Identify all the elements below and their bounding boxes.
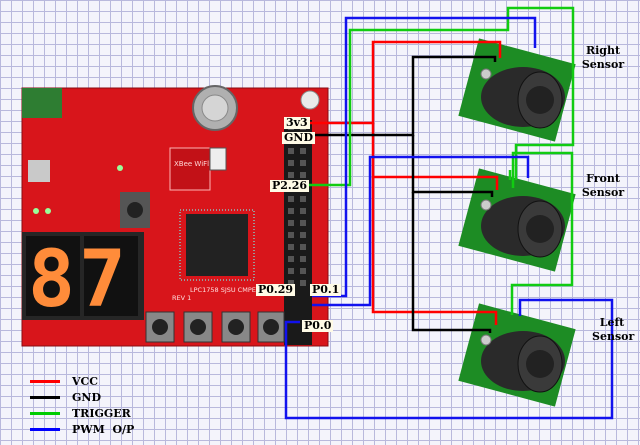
legend-label-pwm: PWM O/P	[72, 422, 135, 436]
wire-pwm-left	[284, 298, 614, 420]
legend-item-pwm: PWM O/P	[30, 421, 134, 437]
legend-label-gnd: GND	[72, 390, 101, 404]
push-buttons	[145, 311, 285, 343]
legend-item-gnd: GND	[30, 389, 134, 405]
power-switch	[209, 147, 227, 171]
pin-label-p0-29: P0.29	[256, 283, 296, 296]
sensor-label-left: Left Sensor	[592, 316, 635, 343]
dev-board: XBee WiFly BT LPC1758 SJSU CMPE REV 1	[21, 85, 329, 347]
legend-swatch-trigger	[30, 411, 60, 415]
legend-swatch-vcc	[30, 379, 60, 383]
mcu-chip	[186, 214, 248, 276]
legend-item-vcc: VCC	[30, 373, 134, 389]
display-digits: 87	[28, 235, 130, 325]
wire-gnd-left	[411, 192, 492, 333]
sensor-label-front: Front Sensor	[581, 172, 625, 199]
reset-button	[300, 90, 320, 110]
legend-swatch-gnd	[30, 395, 60, 399]
sensor-front	[458, 168, 576, 272]
pin-label-p2-26: P2.26	[270, 179, 310, 192]
wire-gnd-trunk	[305, 55, 497, 137]
wire-trigger	[305, 6, 575, 187]
wire-gnd-front	[411, 135, 494, 197]
usb-connector	[28, 160, 50, 182]
sensor-right	[458, 38, 576, 142]
wire-pwm-front	[312, 155, 530, 307]
legend-item-trigger: TRIGGER	[30, 405, 134, 421]
xbee-label: XBee WiFly BT	[174, 160, 225, 168]
wire-pwm-right	[312, 16, 537, 298]
wire-vcc-front	[371, 123, 499, 190]
pin-label-gnd: GND	[282, 131, 315, 144]
wires	[284, 6, 614, 420]
pin-label-3v3: 3v3	[284, 116, 310, 129]
sensor-label-right: Right Sensor	[581, 44, 625, 71]
board-silk-rev: REV 1	[172, 294, 191, 302]
board-silk-main: LPC1758 SJSU CMPE	[190, 286, 256, 294]
terminal-block	[22, 88, 62, 118]
legend-label-trigger: TRIGGER	[72, 406, 131, 420]
legend: VCC GND TRIGGER PWM O/P	[30, 373, 134, 437]
pin-label-p0-0: P0.0	[302, 319, 334, 332]
legend-label-vcc: VCC	[72, 374, 99, 388]
legend-swatch-pwm	[30, 427, 60, 431]
xbee-socket	[169, 147, 211, 191]
wire-vcc-left	[371, 177, 498, 325]
sensor-left	[458, 303, 576, 407]
pin-label-p0-1: P0.1	[310, 283, 342, 296]
wire-trigger-front-out	[510, 151, 574, 315]
